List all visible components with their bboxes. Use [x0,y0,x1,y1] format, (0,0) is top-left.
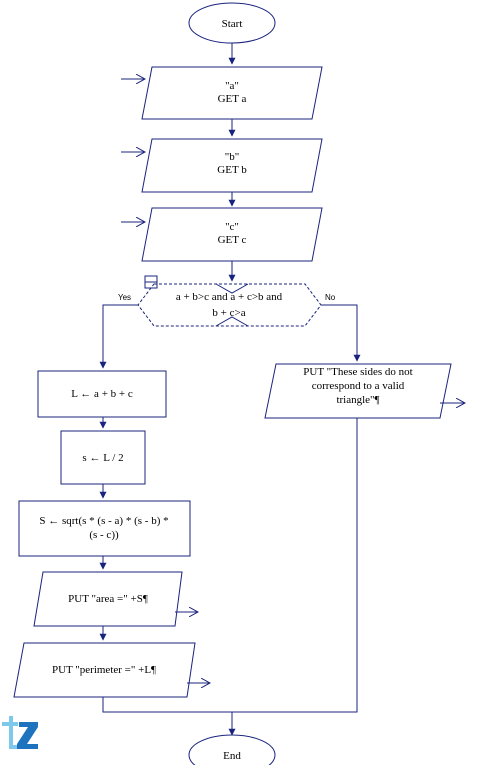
connector-no-branch [321,304,361,362]
input-c-prompt: "c" [225,221,239,233]
assign-L-text: L ← a + b + c [71,388,133,400]
input-c-action: GET c [218,234,247,246]
decision-condition-line1: a + b>c and a + c>b and [176,291,283,303]
assign-S-box [18,500,191,557]
decision-condition-line2: b + c>a [212,307,245,319]
decision-top-notch [215,283,249,294]
decision-box [137,283,322,327]
output-perimeter-text: PUT "perimeter =" +L¶ [52,664,156,676]
assign-s-text: s ← L / 2 [82,452,123,464]
output-perimeter-box [13,642,196,698]
assign-L-box [37,370,167,418]
output-invalid-box [264,363,452,419]
connector-merge [102,418,358,713]
assign-s-box [60,430,146,485]
end-terminal [188,734,276,765]
logo-mark-icon [2,716,38,749]
connector-yes-branch [99,304,138,369]
decision-bottom-notch [215,316,249,327]
input-b-action: GET b [217,164,247,176]
input-a-prompt: "a" [225,80,239,92]
decision-yes-label: Yes [118,293,131,302]
assign-S-text-line2: (s - c)) [89,529,119,541]
input-b-prompt: "b" [225,151,239,163]
output-invalid-text-line1: PUT "These sides do not [303,366,412,378]
start-label: Start [222,18,243,30]
output-area-text: PUT "area =" +S¶ [68,593,148,605]
output-invalid-text-line2: correspond to a valid [312,380,405,392]
output-area-box [33,571,183,627]
assign-S-text-line1: S ← sqrt(s * (s - a) * (s - b) * [39,515,168,527]
input-a-action: GET a [218,93,247,105]
start-terminal [188,2,276,44]
input-a-box [141,66,323,120]
decision-no-label: No [325,293,336,302]
input-c-box [141,207,323,262]
end-label: End [223,750,241,762]
input-b-box [141,138,323,193]
output-invalid-text-line3: triangle"¶ [336,394,379,406]
